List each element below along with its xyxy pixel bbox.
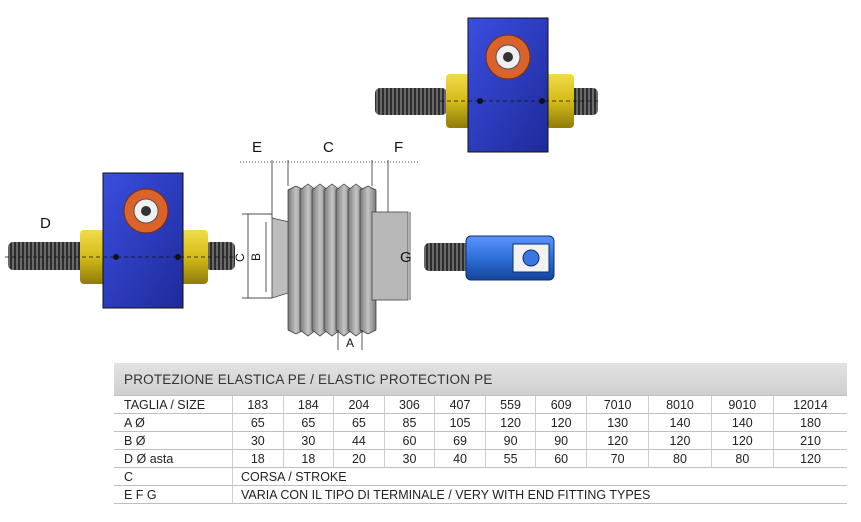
table-cell: 80 bbox=[648, 449, 712, 468]
size-cell: 7010 bbox=[585, 395, 649, 414]
size-row: TAGLIA / SIZE 183 184 204 306 407 559 60… bbox=[114, 395, 847, 414]
size-cell: 306 bbox=[383, 395, 435, 414]
table-cell: 30 bbox=[282, 431, 334, 450]
table-row-corsa: C CORSA / STROKE bbox=[114, 467, 847, 486]
table-cell: 70 bbox=[585, 449, 649, 468]
table-cell: 105 bbox=[434, 413, 486, 432]
table-cell: 210 bbox=[773, 431, 847, 450]
size-cell: 183 bbox=[232, 395, 284, 414]
table-title-it: PROTEZIONE ELASTICA PE / bbox=[124, 371, 319, 387]
table-cell: 140 bbox=[710, 413, 774, 432]
dim-label-c: C bbox=[323, 139, 334, 156]
table-row-d: D Ø asta 18 18 20 30 40 55 60 70 80 80 1… bbox=[114, 449, 847, 468]
spec-table: PROTEZIONE ELASTICA PE / ELASTIC PROTECT… bbox=[114, 363, 847, 504]
size-cell: 9010 bbox=[710, 395, 774, 414]
size-label-en: SIZE bbox=[177, 397, 206, 412]
size-cell: 559 bbox=[484, 395, 536, 414]
dim-label-e: E bbox=[252, 139, 262, 156]
rod-end-terminal bbox=[424, 235, 555, 281]
size-cell: 407 bbox=[434, 395, 486, 414]
table-row-a: A Ø 65 65 65 85 105 120 120 130 140 140 … bbox=[114, 413, 847, 432]
dim-label-g: G bbox=[400, 249, 412, 266]
table-cell: 90 bbox=[535, 431, 587, 450]
table-cell: 85 bbox=[383, 413, 435, 432]
table-cell: 65 bbox=[282, 413, 334, 432]
dimension-lines bbox=[240, 160, 420, 350]
size-label-it: TAGLIA / bbox=[124, 397, 178, 412]
row-label: C bbox=[114, 467, 233, 486]
table-cell: 30 bbox=[383, 449, 435, 468]
table-cell: 120 bbox=[585, 431, 649, 450]
table-title-row: PROTEZIONE ELASTICA PE / ELASTIC PROTECT… bbox=[114, 363, 847, 396]
corsa-text-en: STROKE bbox=[295, 469, 347, 484]
table-row-b: B Ø 30 30 44 60 69 90 90 120 120 120 210 bbox=[114, 431, 847, 450]
corsa-text-it: CORSA / bbox=[241, 469, 296, 484]
dim-label-d: D bbox=[40, 215, 51, 232]
row-label: A Ø bbox=[114, 413, 233, 432]
dim-label-b: B bbox=[249, 253, 263, 261]
table-cell: 65 bbox=[232, 413, 284, 432]
table-title-en: ELASTIC PROTECTION PE bbox=[318, 371, 493, 387]
screw-jack-top-right bbox=[375, 17, 600, 153]
size-cell: 609 bbox=[535, 395, 587, 414]
table-cell: 120 bbox=[484, 413, 536, 432]
table-cell: 120 bbox=[535, 413, 587, 432]
table-cell: 69 bbox=[434, 431, 486, 450]
table-cell: 130 bbox=[585, 413, 649, 432]
table-cell: 60 bbox=[535, 449, 587, 468]
table-cell: 80 bbox=[710, 449, 774, 468]
table-cell: 18 bbox=[282, 449, 334, 468]
table-cell: 90 bbox=[484, 431, 536, 450]
table-cell: 120 bbox=[648, 431, 712, 450]
table-row-efg: E F G VARIA CON IL TIPO DI TERMINALE / V… bbox=[114, 485, 847, 504]
table-title: PROTEZIONE ELASTICA PE / ELASTIC PROTECT… bbox=[114, 363, 847, 396]
size-cell: 8010 bbox=[648, 395, 712, 414]
dim-label-f: F bbox=[394, 139, 403, 156]
table-cell: 55 bbox=[484, 449, 536, 468]
size-cell: 184 bbox=[282, 395, 334, 414]
row-label: B Ø bbox=[114, 431, 233, 450]
table-cell: 18 bbox=[232, 449, 284, 468]
table-cell: 65 bbox=[333, 413, 385, 432]
table-cell: 140 bbox=[648, 413, 712, 432]
dim-label-a: A bbox=[346, 336, 354, 350]
dim-label-c-vertical: C bbox=[233, 253, 247, 262]
screw-jack-left bbox=[5, 172, 236, 309]
table-cell: 120 bbox=[773, 449, 847, 468]
table-cell: 20 bbox=[333, 449, 385, 468]
row-label: E F G bbox=[114, 485, 233, 504]
size-cell: 12014 bbox=[773, 395, 847, 414]
row-label: D Ø asta bbox=[114, 449, 233, 468]
table-cell: 40 bbox=[434, 449, 486, 468]
table-cell: 44 bbox=[333, 431, 385, 450]
table-cell: 30 bbox=[232, 431, 284, 450]
table-cell: 180 bbox=[773, 413, 847, 432]
efg-text: VARIA CON IL TIPO DI TERMINALE / VERY WI… bbox=[232, 485, 847, 504]
size-cell: 204 bbox=[333, 395, 385, 414]
bellows-protection bbox=[271, 183, 409, 337]
table-cell: 60 bbox=[383, 431, 435, 450]
size-row-label: TAGLIA / SIZE bbox=[114, 395, 233, 414]
corsa-text: CORSA / STROKE bbox=[232, 467, 847, 486]
efg-text-it: VARIA CON IL TIPO DI TERMINALE / bbox=[241, 487, 456, 502]
efg-text-en: VERY WITH END FITTING TYPES bbox=[455, 487, 651, 502]
table-cell: 120 bbox=[710, 431, 774, 450]
